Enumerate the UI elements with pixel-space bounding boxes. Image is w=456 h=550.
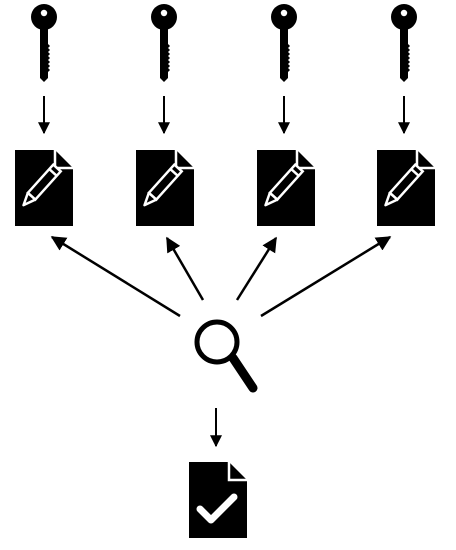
arrow bbox=[235, 236, 278, 301]
key-icon bbox=[271, 4, 297, 82]
arrow bbox=[260, 235, 392, 318]
key-to-document-arrows bbox=[38, 96, 410, 135]
signed-documents-row bbox=[13, 148, 437, 228]
document-signature-icon bbox=[13, 148, 75, 228]
key-icon bbox=[31, 4, 57, 82]
document-signature-icon bbox=[134, 148, 196, 228]
keys-row bbox=[31, 4, 417, 82]
document-signature-icon bbox=[255, 148, 317, 228]
key-icon bbox=[151, 4, 177, 82]
arrow bbox=[50, 235, 181, 318]
document-checkmark-icon bbox=[189, 462, 247, 538]
key-icon bbox=[391, 4, 417, 82]
document-signature-icon bbox=[375, 148, 437, 228]
magnifying-glass-icon bbox=[197, 322, 253, 388]
arrow bbox=[165, 236, 205, 301]
verifier-to-document-arrows bbox=[50, 235, 392, 318]
